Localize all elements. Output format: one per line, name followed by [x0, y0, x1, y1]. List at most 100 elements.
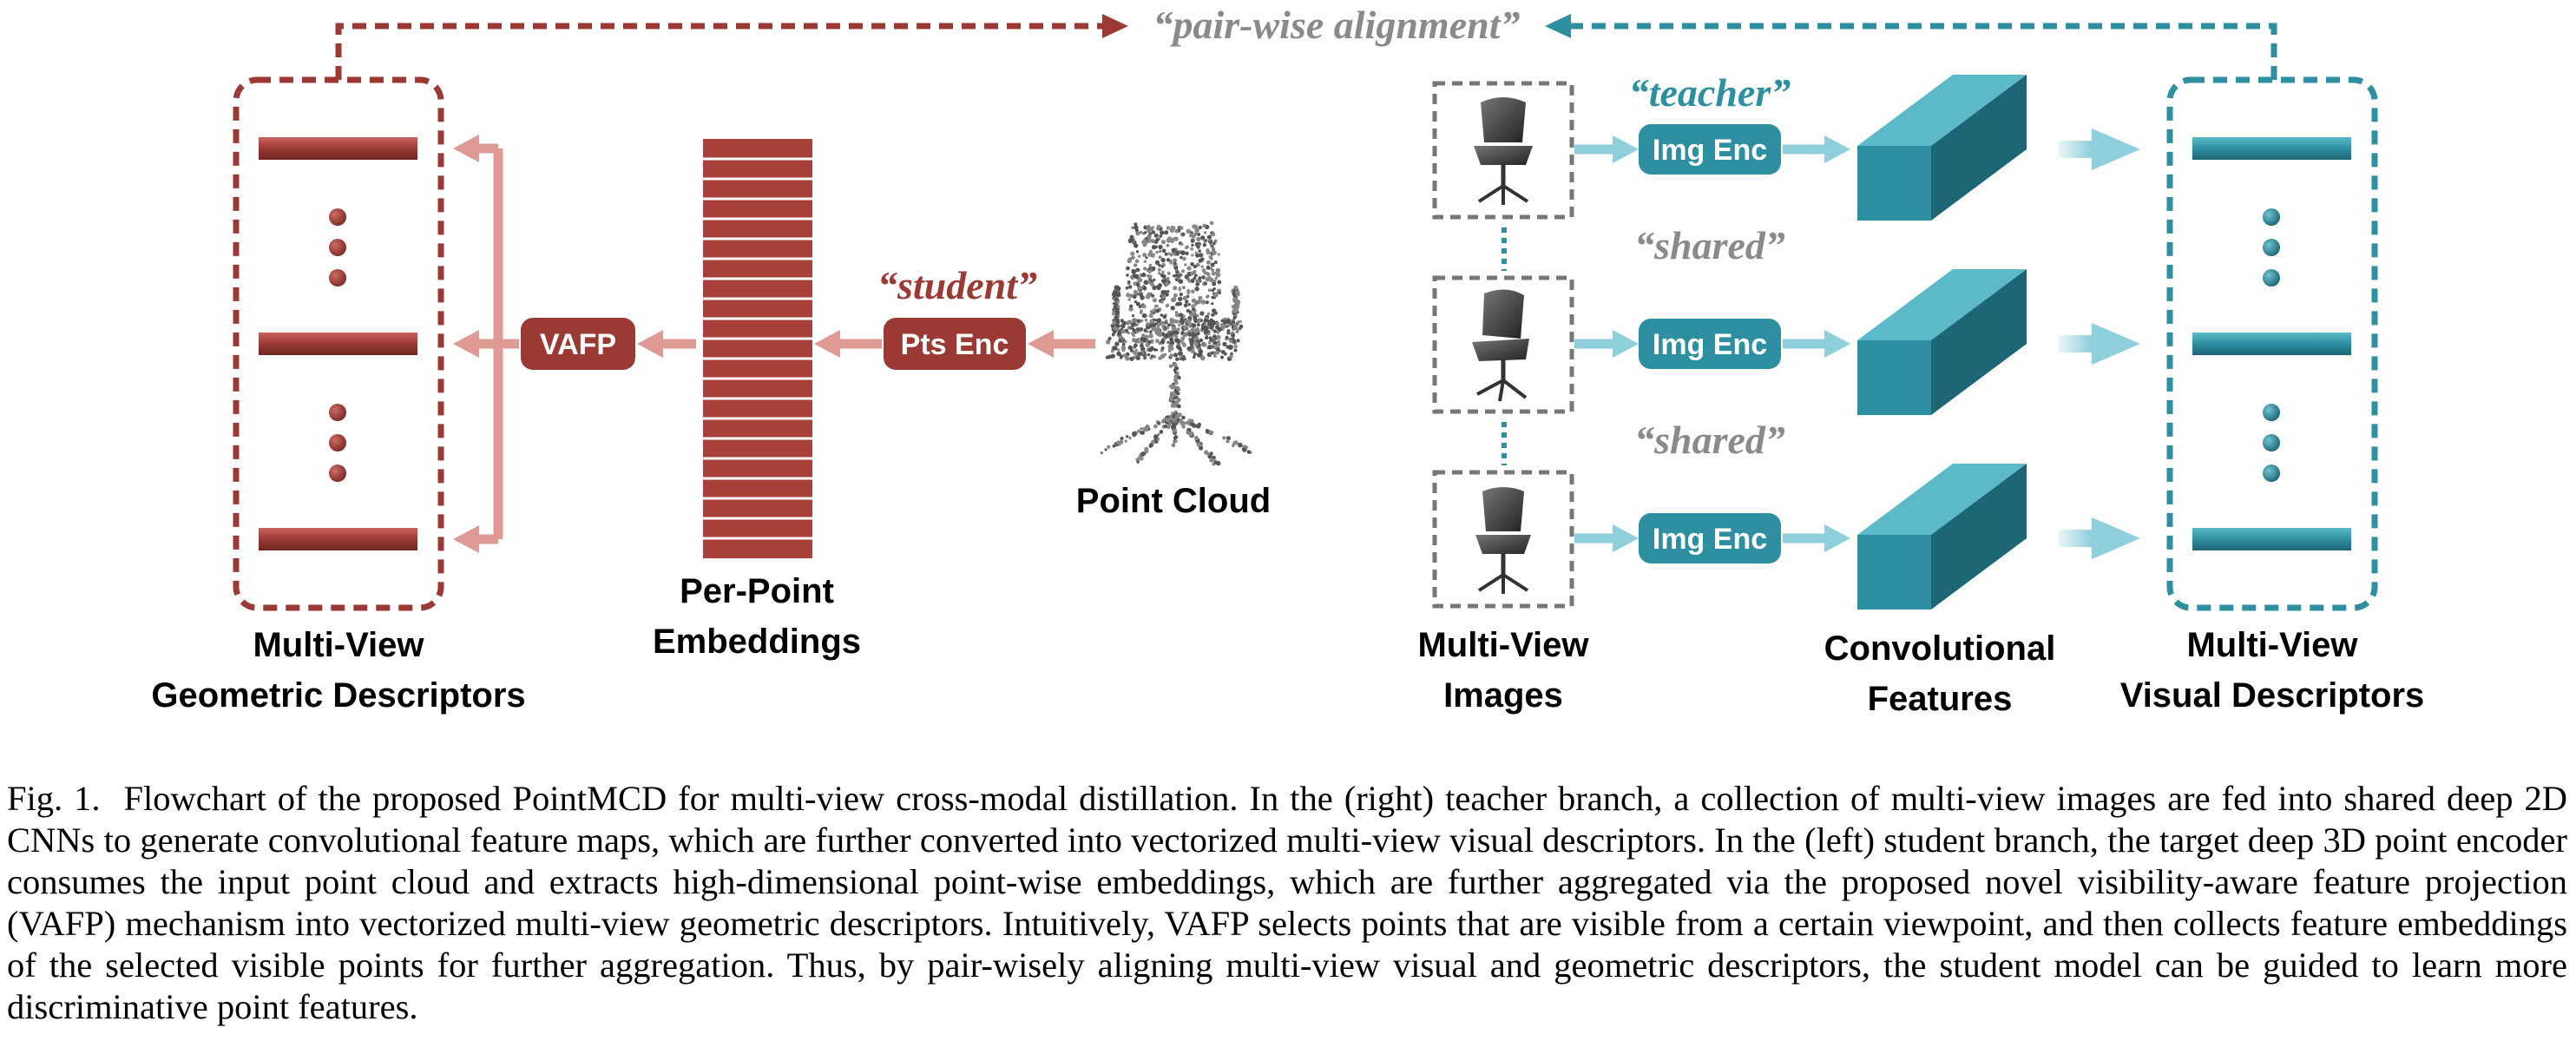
point-cloud-dot [1137, 254, 1141, 258]
point-cloud-dot [1147, 269, 1152, 273]
point-cloud-dot [1184, 274, 1189, 280]
point-cloud-dot [1107, 445, 1111, 449]
point-cloud-dot [1200, 326, 1206, 331]
point-cloud-dot [1215, 267, 1221, 273]
point-cloud-dot [1120, 323, 1126, 329]
point-cloud-dot [1178, 296, 1183, 301]
pts-enc-label: Pts Enc [901, 328, 1009, 361]
conv-feature-cube [1857, 269, 2027, 415]
point-cloud-dot [1192, 224, 1197, 229]
point-cloud-dot [1169, 391, 1174, 396]
point-cloud-dot [1220, 350, 1226, 354]
point-cloud-dot [1173, 439, 1178, 444]
point-cloud-dot [1151, 293, 1155, 298]
point-cloud-dot [1128, 306, 1134, 312]
point-cloud-dot [1112, 444, 1116, 448]
point-cloud-dot [1215, 350, 1219, 355]
point-cloud-dot [1211, 271, 1216, 276]
multi-view-images-label-line1: Multi-View [1417, 626, 1589, 664]
point-cloud-dot [1187, 279, 1192, 283]
point-cloud-dot [1166, 271, 1171, 275]
point-cloud-dot [1193, 264, 1197, 269]
point-cloud-dot [1127, 298, 1131, 301]
point-cloud-dot [1160, 240, 1166, 245]
teacher-row: Img Enc [1574, 269, 2140, 415]
point-cloud-dot [1158, 264, 1161, 267]
point-cloud-dot [1196, 323, 1200, 327]
point-cloud-dot [1173, 330, 1177, 334]
conv-features-label-line2: Features [1868, 680, 2013, 718]
point-cloud-dot [1180, 255, 1183, 260]
point-cloud-dot [1160, 339, 1166, 345]
point-cloud-dot [1174, 320, 1179, 324]
point-cloud-dot [1185, 245, 1189, 249]
point-cloud-dot [1136, 268, 1140, 272]
geometric-descriptor-bar [259, 528, 417, 550]
point-cloud-dot [1166, 243, 1170, 247]
ellipsis-dot [2263, 239, 2280, 256]
point-cloud-dot [1209, 326, 1213, 330]
point-cloud-dot [1204, 239, 1208, 242]
point-cloud-dot [1195, 326, 1199, 332]
point-cloud-dot [1116, 286, 1121, 291]
point-cloud-dot [1143, 260, 1147, 263]
point-cloud-dot [1175, 331, 1180, 335]
point-cloud-dot [1167, 344, 1172, 348]
point-cloud-dot [1169, 261, 1173, 265]
point-cloud-dot [1128, 293, 1134, 299]
point-cloud-dot [1198, 258, 1203, 263]
point-cloud-dot [1178, 288, 1181, 292]
point-cloud-dot [1153, 434, 1159, 439]
point-cloud-dot [1117, 305, 1120, 309]
point-cloud-dot [1196, 442, 1202, 447]
point-cloud-dot [1128, 436, 1132, 440]
point-cloud-dot [1227, 323, 1232, 327]
point-cloud-dot [1135, 231, 1140, 236]
point-cloud-dot [1213, 279, 1217, 283]
point-cloud-dot [1171, 326, 1177, 331]
point-cloud-dot [1172, 298, 1176, 302]
point-cloud-dot [1169, 317, 1174, 322]
point-cloud-dot [1117, 442, 1121, 446]
point-cloud-dot [1173, 353, 1179, 358]
point-cloud-dot [1107, 354, 1113, 359]
point-cloud-dot [1188, 432, 1193, 437]
point-cloud-dot [1186, 228, 1192, 234]
point-cloud-dot [1100, 451, 1104, 455]
point-cloud-dot [1209, 221, 1214, 226]
point-cloud-dot [1116, 348, 1120, 352]
point-cloud-dot [1228, 345, 1234, 350]
geometric-descriptors-label-line1: Multi-View [253, 626, 424, 664]
ellipsis-dot [329, 465, 346, 482]
point-cloud-dot [1212, 250, 1217, 255]
img-enc-label: Img Enc [1653, 134, 1767, 167]
point-cloud-dot [1163, 353, 1167, 357]
img-enc-label: Img Enc [1653, 328, 1767, 361]
point-cloud-dot [1135, 301, 1140, 306]
point-cloud-dot [1171, 443, 1176, 448]
ellipsis-dot [2263, 208, 2280, 226]
point-cloud-dot [1170, 344, 1174, 348]
visual-descriptors-frame [2166, 76, 2378, 611]
point-cloud-dot [1198, 276, 1202, 280]
point-cloud-dot [1165, 304, 1169, 308]
point-cloud-dot [1157, 421, 1161, 425]
point-cloud-dot [1139, 230, 1143, 234]
point-cloud-dot [1132, 432, 1137, 437]
point-cloud-dot [1140, 343, 1144, 348]
img-enc-box [1639, 513, 1781, 563]
point-cloud-dot [1223, 320, 1228, 325]
point-cloud-dot [1151, 245, 1157, 250]
point-cloud-dot [1137, 286, 1141, 290]
point-cloud-dot [1140, 336, 1145, 341]
point-cloud-dot [1160, 354, 1165, 359]
point-cloud-dot [1216, 334, 1221, 340]
point-cloud-dot [1178, 323, 1181, 327]
point-cloud-dot [1180, 250, 1184, 254]
point-cloud-dot [1236, 320, 1240, 325]
point-cloud-dot [1126, 293, 1130, 298]
point-cloud-dot [1193, 435, 1199, 441]
point-cloud-dot [1241, 447, 1245, 451]
pts-enc-box [884, 318, 1026, 370]
point-cloud-dot [1233, 326, 1238, 331]
